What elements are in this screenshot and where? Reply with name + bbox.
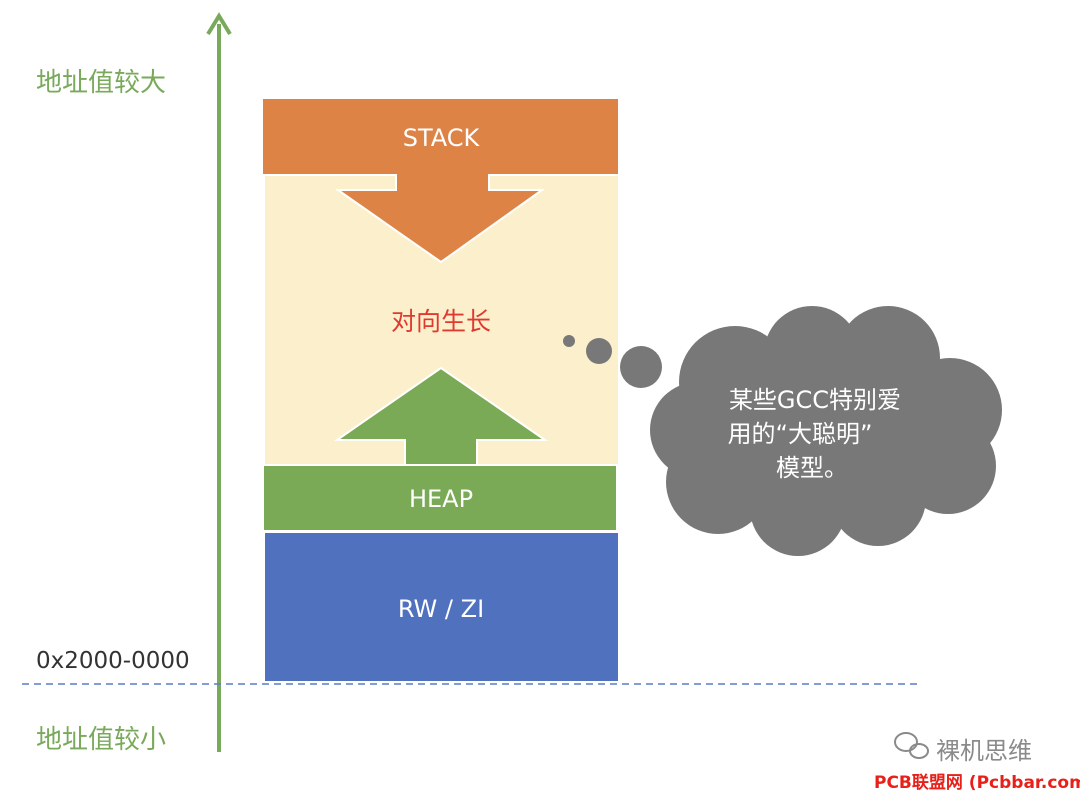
cloud-line-2: 用的“大聪明” [728,420,873,448]
rwzi-label: RW / ZI [398,595,484,623]
heap-block [262,464,618,532]
thought-dot-small [563,335,575,347]
thought-dot-medium [586,338,612,364]
thought-cloud [650,306,1002,556]
address-low-label: 地址值较小 [36,725,167,755]
stack-block [261,97,620,264]
rwzi-block [265,533,618,681]
cloud-line-3: 模型。 [776,454,848,482]
heap-growth-arrow [333,366,549,466]
watermark-site: PCB联盟网 (Pcbbar.com) [874,773,1080,793]
address-high-label: 地址值较大 [36,68,167,98]
wechat-icon [894,732,929,759]
base-address-label: 0x2000-0000 [36,648,190,674]
cloud-line-1: 某些GCC特别爱 [729,386,901,414]
heap-label: HEAP [409,485,473,513]
thought-dot-large [620,346,662,388]
growth-label: 对向生长 [391,307,491,336]
stack-label: STACK [403,124,481,152]
watermark-account-name: 裸机思维 [936,737,1032,765]
address-axis-arrowhead [206,12,232,36]
